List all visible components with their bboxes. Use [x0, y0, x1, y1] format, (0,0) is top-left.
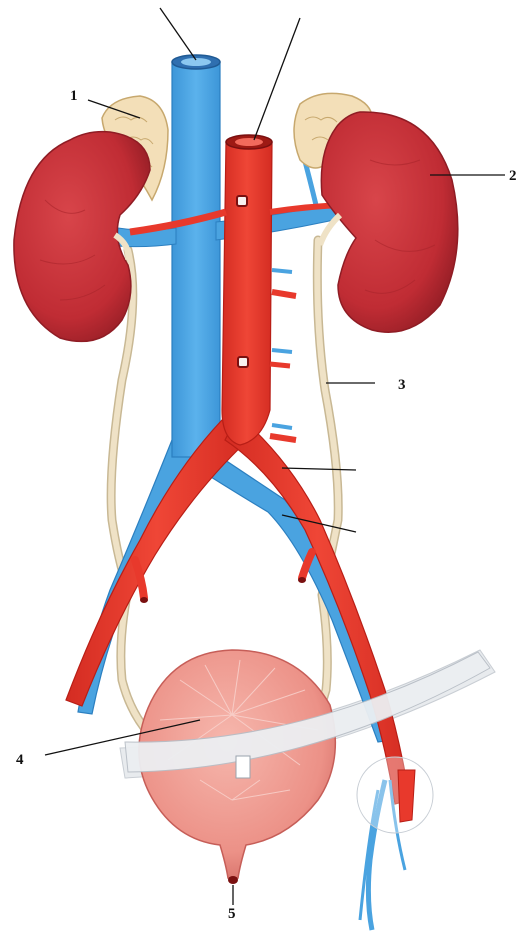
leader-line-aorta [254, 18, 300, 140]
lumbar-artery-3 [270, 436, 296, 440]
inguinal-ring [357, 757, 433, 833]
label-2-kidney: 2 [509, 168, 517, 184]
urethra-opening [228, 876, 238, 884]
abdominal-aorta [222, 142, 272, 445]
lumbar-vein-2 [272, 350, 292, 352]
peritoneum-clip [236, 756, 250, 778]
label-5-urethra: 5 [228, 906, 236, 922]
aorta-lumen [235, 138, 263, 146]
leader-line-vena-cava [160, 8, 196, 60]
label-4-bladder: 4 [16, 752, 24, 768]
label-3-ureter: 3 [398, 377, 406, 393]
external-iliac-artery-section [398, 770, 415, 822]
mesenteric-stump [238, 357, 248, 367]
lumbar-artery-2 [270, 364, 290, 366]
inferior-vena-cava [172, 62, 220, 457]
label-1-adrenal-gland: 1 [70, 88, 78, 104]
lumbar-vein-3 [272, 425, 292, 428]
right-internal-iliac-stump [298, 577, 306, 583]
left-internal-iliac-stump [140, 597, 148, 603]
right-ureter-inner [300, 240, 338, 738]
celiac-stump [237, 196, 247, 206]
leader-line-iliac-artery [282, 468, 356, 470]
right-kidney [321, 112, 457, 332]
lumbar-vein-1 [272, 270, 292, 272]
lumbar-artery-1 [272, 292, 296, 296]
